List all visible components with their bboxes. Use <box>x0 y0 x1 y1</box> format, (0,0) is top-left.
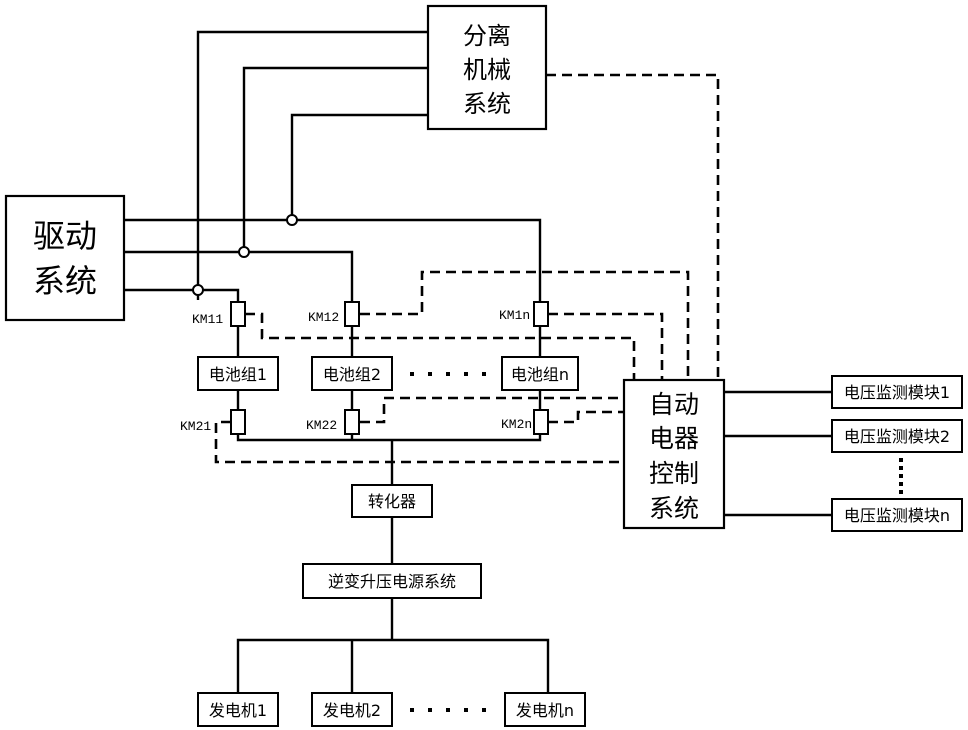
switch-km21 <box>231 410 245 434</box>
switch-km2n-label: KM2n <box>501 417 532 432</box>
switch-km11-label: KM11 <box>192 312 223 327</box>
battery-n-label: 电池组n <box>511 365 569 384</box>
battery-ellipsis <box>410 372 486 376</box>
drive-line1: 驱动 <box>33 217 97 255</box>
generator-n-label: 发电机n <box>516 701 574 720</box>
switch-km1n-label: KM1n <box>499 308 530 323</box>
battery-1-label: 电池组1 <box>209 365 267 384</box>
separation-line2: 机械 <box>463 56 511 84</box>
generator-1-label: 发电机1 <box>209 701 267 720</box>
wire-sep-km11 <box>198 32 428 300</box>
generator-ellipsis <box>410 708 486 712</box>
separation-line1: 分离 <box>463 22 511 50</box>
wire-jump-3 <box>287 215 297 225</box>
auto-control-line3: 控制 <box>649 459 699 488</box>
auto-control-line2: 电器 <box>649 424 699 453</box>
switch-km22 <box>345 410 359 434</box>
switch-km12-label: KM12 <box>308 310 339 325</box>
switch-km21-label: KM21 <box>180 419 211 434</box>
switch-km22-label: KM22 <box>306 418 337 433</box>
converter-label: 转化器 <box>368 492 416 511</box>
ctrl-line-km2n <box>548 412 624 422</box>
drive-line2: 系统 <box>33 262 97 300</box>
switch-km11 <box>231 302 245 326</box>
ctrl-line-km22 <box>360 398 624 422</box>
switch-km2n <box>534 410 548 434</box>
auto-control-line1: 自动 <box>649 390 699 419</box>
switch-km1n <box>534 302 548 326</box>
wire-jump-1 <box>193 285 203 295</box>
switch-km12 <box>345 302 359 326</box>
drive-system-box <box>6 196 124 320</box>
monitor-ellipsis <box>899 458 903 494</box>
wire-drive-km11 <box>124 290 238 302</box>
generator-2-label: 发电机2 <box>323 701 381 720</box>
separation-line3: 系统 <box>463 90 511 118</box>
ctrl-line-separation <box>546 75 718 380</box>
wire-gen-bus <box>238 640 548 693</box>
ctrl-line-km21 <box>216 422 624 462</box>
battery-2-label: 电池组2 <box>323 365 381 384</box>
monitor-n-label: 电压监测模块n <box>844 506 950 525</box>
auto-control-line4: 系统 <box>649 494 699 523</box>
monitor-1-label: 电压监测模块1 <box>844 383 950 402</box>
wire-bus-bottom <box>238 434 540 440</box>
wire-sep-branch3 <box>292 115 428 220</box>
wire-jump-2 <box>239 247 249 257</box>
monitor-2-label: 电压监测模块2 <box>844 427 950 446</box>
inverter-label: 逆变升压电源系统 <box>328 572 456 591</box>
